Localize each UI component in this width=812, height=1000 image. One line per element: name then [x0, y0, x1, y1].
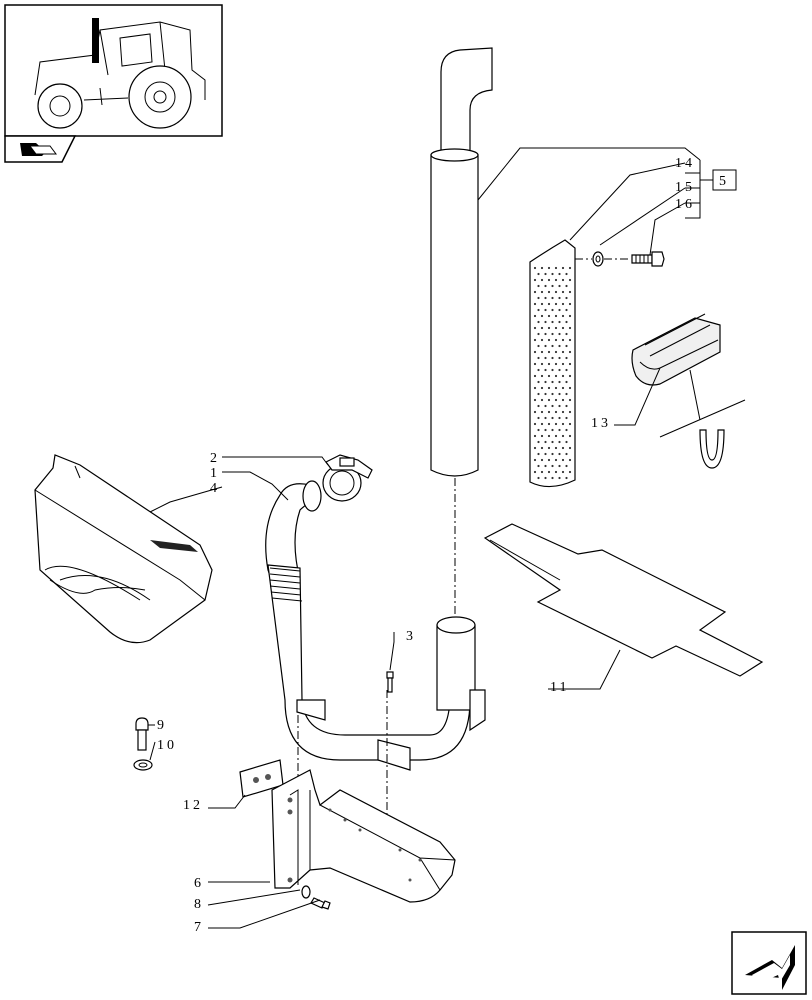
callout-14: 14	[675, 156, 695, 171]
bolt-3	[386, 671, 394, 693]
callout-5: 5	[719, 174, 729, 189]
callout-2: 2	[210, 451, 220, 466]
callout-9: 9	[157, 718, 167, 733]
edge-trim-13	[631, 313, 746, 469]
tractor-thumbnail-icon[interactable]	[4, 4, 223, 137]
bolt-9	[135, 717, 149, 751]
washer-10	[133, 759, 153, 771]
section-folder-icon[interactable]	[4, 135, 77, 163]
callout-13: 13	[591, 416, 611, 431]
callout-box-5	[712, 169, 737, 191]
heat-shield-plate-11	[483, 523, 764, 677]
callout-6: 6	[194, 876, 204, 891]
clamp-2	[322, 454, 373, 502]
callout-15: 15	[675, 180, 695, 195]
callout-10: 10	[157, 738, 177, 753]
washer-8	[301, 885, 311, 899]
curved-exhaust-pipe	[265, 480, 486, 771]
perforated-heat-guard	[529, 239, 576, 488]
callout-8: 8	[194, 897, 204, 912]
callout-7: 7	[194, 920, 204, 935]
heat-shield-cover-4	[34, 454, 213, 644]
exhaust-pipe	[430, 47, 493, 477]
bolt-7	[310, 897, 331, 910]
callout-1: 1	[210, 466, 220, 481]
washer-15	[592, 251, 604, 267]
callout-12: 12	[183, 798, 203, 813]
callout-16: 16	[675, 197, 695, 212]
leader-lines	[148, 147, 713, 929]
support-bracket-6	[271, 769, 456, 903]
next-page-arrow-icon[interactable]	[731, 931, 807, 995]
callout-4: 4	[210, 481, 220, 496]
bolt-16	[631, 251, 665, 267]
callout-3: 3	[406, 629, 416, 644]
callout-11: 11	[550, 680, 569, 695]
